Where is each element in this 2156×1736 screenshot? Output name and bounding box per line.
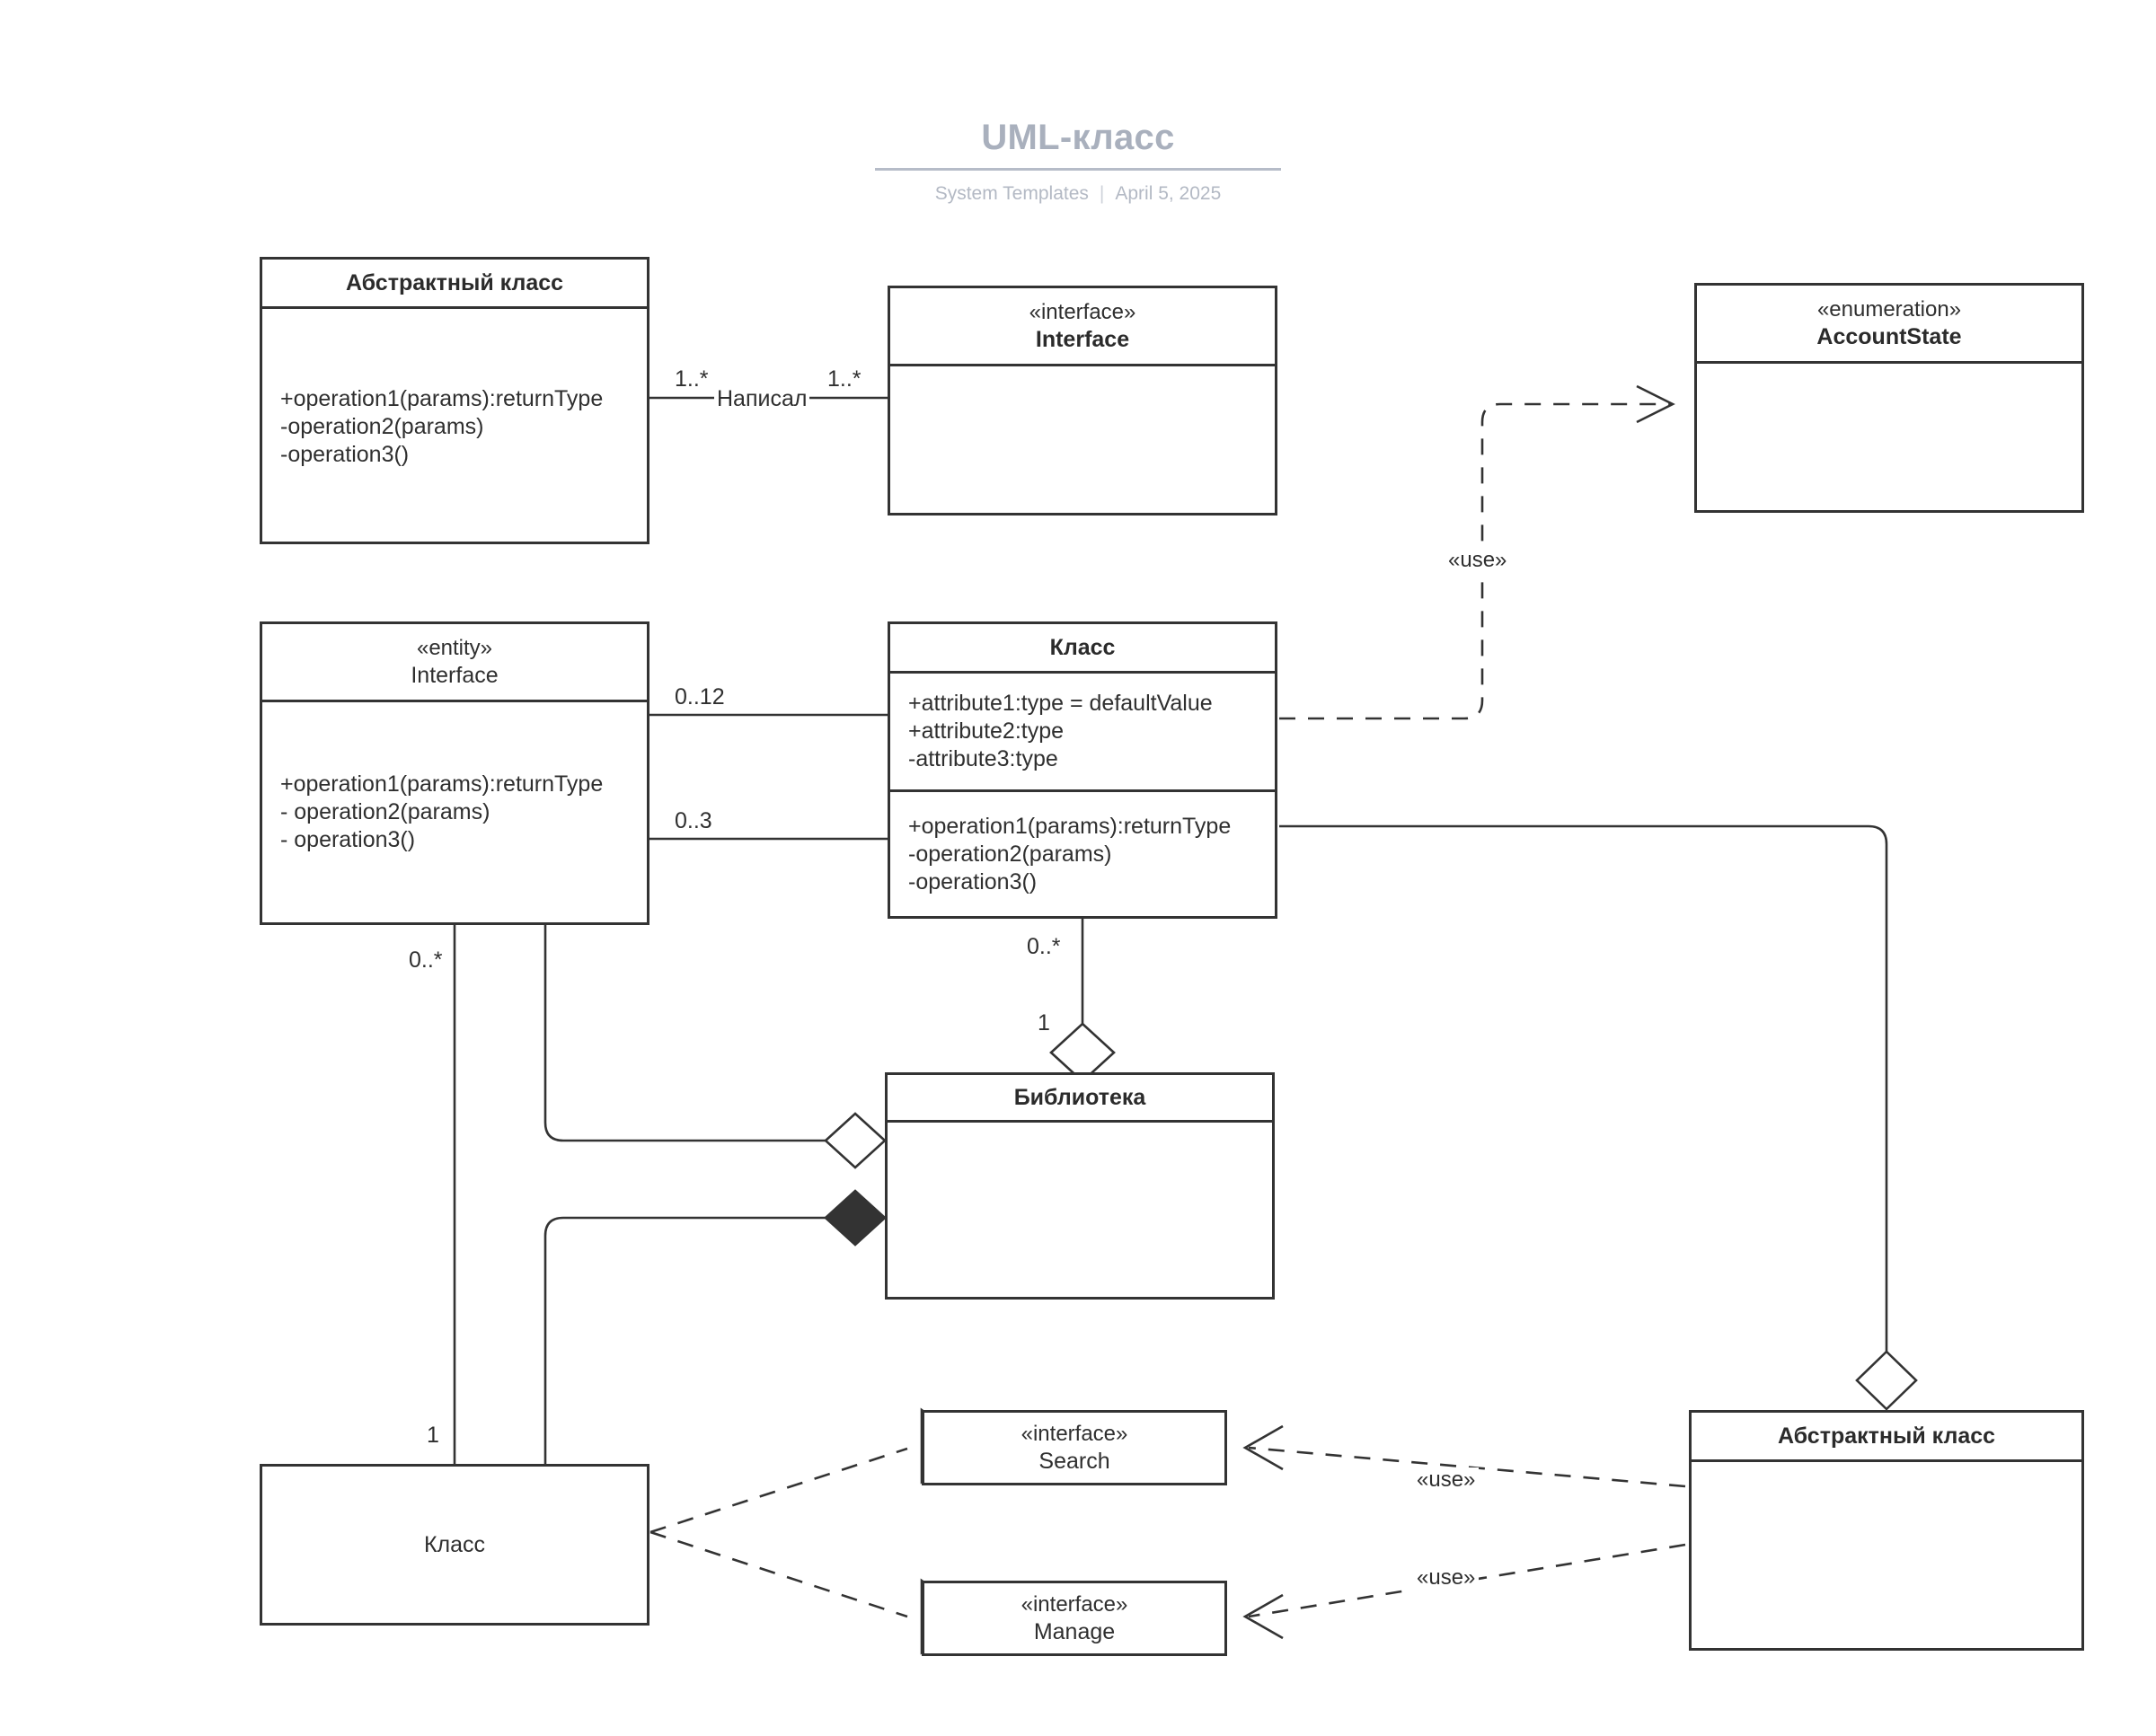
class-klass-center-attributes: +attribute1:type = defaultValue +attribu…	[890, 671, 1275, 789]
class-library-name: Библиотека	[1013, 1084, 1146, 1110]
class-klass-center[interactable]: Класс +attribute1:type = defaultValue +a…	[888, 621, 1277, 919]
operation-row: - operation2(params)	[280, 799, 490, 824]
association-label-written-by: Написал	[714, 386, 810, 412]
class-klass-bottom[interactable]: Класс	[260, 1464, 649, 1626]
class-abstract-bottom-name: Абстрактный класс	[1777, 1423, 1996, 1449]
class-interface-top-body	[890, 364, 1275, 513]
multiplicity-written-by-source: 1..*	[672, 366, 711, 392]
class-enumeration-body	[1697, 361, 2081, 510]
multiplicity-class-library-source: 0..*	[1024, 934, 1064, 960]
class-interface-manage-header: «interface» Manage	[924, 1583, 1224, 1653]
multiplicity-entity-attributes: 0..12	[672, 684, 728, 710]
class-abstract-top-name: Абстрактный класс	[345, 269, 564, 295]
class-entity-interface-operations: +operation1(params):returnType - operati…	[262, 700, 647, 922]
class-klass-center-operations: +operation1(params):returnType -operatio…	[890, 789, 1275, 916]
arrowhead-use-search	[1242, 1424, 1284, 1471]
class-abstract-top[interactable]: Абстрактный класс +operation1(params):re…	[260, 257, 649, 544]
class-abstract-bottom-body	[1692, 1459, 2081, 1651]
edge-entity-library	[543, 925, 835, 1142]
document-subtitle: System Templates | April 5, 2025	[0, 183, 2156, 205]
class-interface-top-header: «interface» Interface	[890, 288, 1275, 364]
stereotype-use-enumeration: «use»	[1445, 548, 1511, 573]
multiplicity-class-library-target: 1	[1035, 1010, 1053, 1036]
class-enumeration-header: «enumeration» AccountState	[1697, 286, 2081, 361]
class-klass-bottom-name: Класс	[423, 1531, 486, 1557]
attribute-row: +attribute2:type	[908, 718, 1065, 744]
edge-realize-search	[649, 1447, 908, 1534]
class-entity-interface-stereotype: «entity»	[416, 635, 493, 660]
class-library-body	[888, 1120, 1272, 1297]
class-enumeration-stereotype: «enumeration»	[1816, 296, 1962, 322]
diamond-composition-library-left	[824, 1189, 887, 1247]
operation-row: -operation3()	[280, 441, 410, 467]
stereotype-use-search: «use»	[1413, 1467, 1480, 1493]
class-interface-search-name: Search	[1038, 1448, 1110, 1474]
multiplicity-entity-klass-source: 0..*	[406, 947, 446, 974]
document-source: System Templates	[934, 183, 1089, 204]
class-interface-top-stereotype: «interface»	[1029, 299, 1136, 324]
class-abstract-top-header: Абстрактный класс	[262, 260, 647, 306]
edge-class-abstract-bottom	[1279, 824, 1888, 1352]
multiplicity-written-by-target: 1..*	[825, 366, 864, 392]
class-interface-search-header: «interface» Search	[924, 1413, 1224, 1483]
class-abstract-top-operations: +operation1(params):returnType -operatio…	[262, 306, 647, 544]
operation-row: +operation1(params):returnType	[908, 813, 1232, 839]
class-entity-interface-name: Interface	[411, 662, 499, 688]
class-library-header: Библиотека	[888, 1075, 1272, 1120]
subtitle-separator: |	[1099, 183, 1105, 204]
multiplicity-entity-operations: 0..3	[672, 808, 715, 834]
attribute-row: -attribute3:type	[908, 746, 1058, 771]
operation-row: +operation1(params):returnType	[280, 771, 604, 797]
arrowhead-use-manage	[1242, 1593, 1284, 1640]
operation-row: -operation2(params)	[280, 413, 484, 439]
edge-klass-library-composition	[543, 1216, 835, 1464]
page-title: UML-класс	[981, 118, 1175, 157]
edge-realize-manage	[649, 1530, 908, 1618]
class-abstract-bottom[interactable]: Абстрактный класс	[1689, 1410, 2084, 1651]
operation-row: -operation3()	[908, 868, 1038, 894]
multiplicity-entity-klass-target: 1	[424, 1423, 442, 1449]
operation-row: -operation2(params)	[908, 841, 1112, 867]
class-interface-manage[interactable]: «interface» Manage	[922, 1581, 1227, 1656]
document-date: April 5, 2025	[1115, 183, 1222, 204]
diamond-aggregation-library-left	[824, 1112, 887, 1169]
class-interface-search[interactable]: «interface» Search	[922, 1410, 1227, 1485]
class-interface-manage-name: Manage	[1033, 1618, 1116, 1644]
stereotype-use-manage: «use»	[1413, 1565, 1480, 1591]
class-interface-search-stereotype: «interface»	[1021, 1421, 1128, 1446]
arrowhead-use-enumeration	[1636, 384, 1675, 424]
operation-row: +operation1(params):returnType	[280, 385, 604, 411]
class-klass-center-name: Класс	[1049, 634, 1116, 660]
class-interface-top[interactable]: «interface» Interface	[888, 286, 1277, 516]
title-divider	[875, 168, 1281, 171]
class-interface-manage-stereotype: «interface»	[1021, 1591, 1128, 1617]
class-interface-top-name: Interface	[1035, 326, 1130, 352]
operation-row: - operation3()	[280, 827, 416, 852]
class-klass-bottom-header: Класс	[262, 1467, 647, 1623]
class-klass-center-header: Класс	[890, 624, 1275, 671]
attribute-row: +attribute1:type = defaultValue	[908, 691, 1213, 716]
class-library[interactable]: Библиотека	[885, 1072, 1275, 1300]
class-abstract-bottom-header: Абстрактный класс	[1692, 1413, 2081, 1459]
class-entity-interface[interactable]: «entity» Interface +operation1(params):r…	[260, 621, 649, 925]
document-header: UML-класс System Templates | April 5, 2025	[0, 117, 2156, 205]
class-entity-interface-header: «entity» Interface	[262, 624, 647, 700]
class-enumeration-name: AccountState	[1816, 323, 1962, 349]
diamond-aggregation-abstract-bottom	[1855, 1350, 1918, 1411]
class-enumeration-accountstate[interactable]: «enumeration» AccountState	[1694, 283, 2084, 513]
